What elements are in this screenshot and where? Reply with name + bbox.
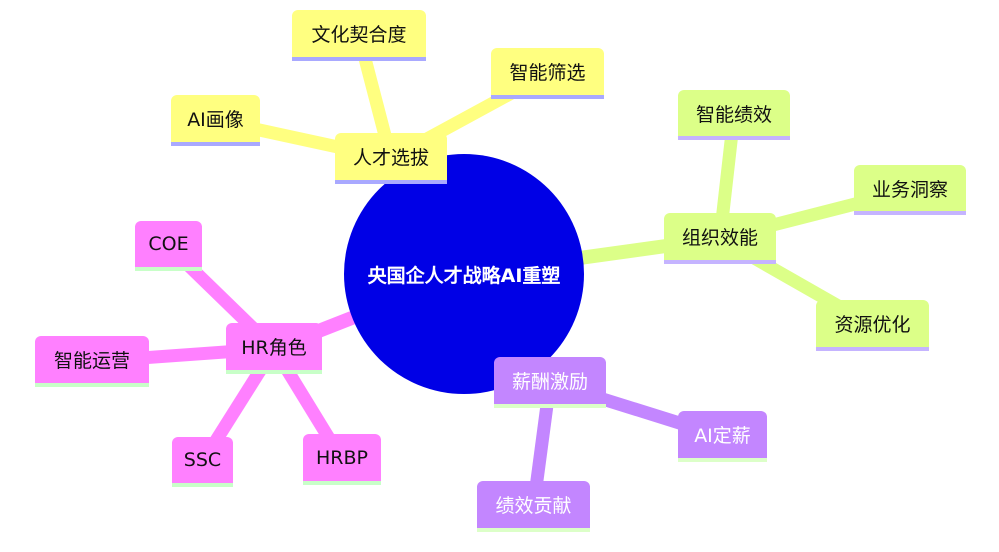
branch-talent-selection[interactable]: 人才选拔 xyxy=(335,133,447,184)
subtopic-performance-contribution[interactable]: 绩效贡献 xyxy=(477,481,590,532)
subtopic-smart-performance[interactable]: 智能绩效 xyxy=(678,90,790,140)
subtopic-ssc[interactable]: SSC xyxy=(172,437,233,487)
branch-org-efficiency[interactable]: 组织效能 xyxy=(664,213,776,264)
subtopic-smart-operations[interactable]: 智能运营 xyxy=(35,336,149,387)
central-topic[interactable]: 央国企人才战略AI重塑 xyxy=(344,154,584,394)
subtopic-business-insight[interactable]: 业务洞察 xyxy=(854,165,966,215)
branch-compensation[interactable]: 薪酬激励 xyxy=(494,357,606,408)
subtopic-smart-screening[interactable]: 智能筛选 xyxy=(491,48,604,99)
subtopic-hrbp[interactable]: HRBP xyxy=(303,434,381,485)
subtopic-culture-fit[interactable]: 文化契合度 xyxy=(292,10,426,61)
subtopic-resource-optimization[interactable]: 资源优化 xyxy=(816,300,929,351)
branch-hr-role[interactable]: HR角色 xyxy=(226,323,322,374)
subtopic-coe[interactable]: COE xyxy=(135,221,202,271)
subtopic-ai-pricing[interactable]: AI定薪 xyxy=(678,411,767,462)
subtopic-ai-profile[interactable]: AI画像 xyxy=(171,95,260,146)
